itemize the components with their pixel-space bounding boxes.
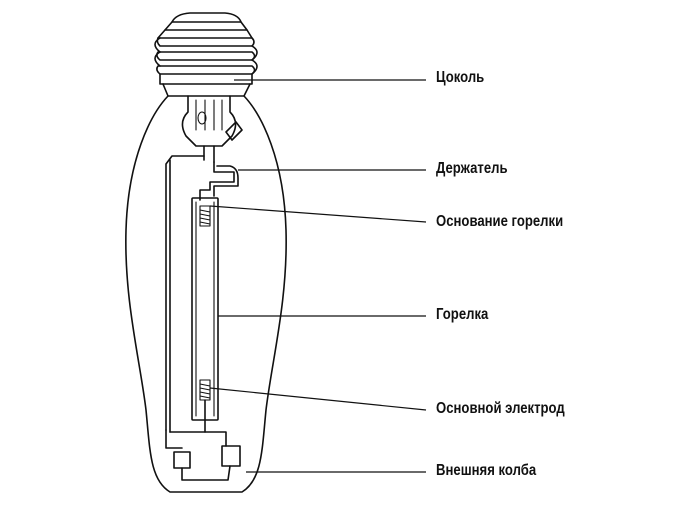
lamp-base [154,12,258,97]
label-burner: Горелка [436,306,489,323]
lamp-stem [181,95,243,163]
label-holder: Держатель [436,160,508,177]
leader-burner-base [209,205,427,223]
holder-wires [165,155,239,449]
main-electrode [199,379,211,433]
burner-tube [191,197,219,421]
label-burner-base: Основание горелки [436,213,564,230]
outer-bulb [125,95,287,493]
leader-lines [209,79,427,473]
leader-main-electrode [209,387,427,411]
burner-base-electrode [199,205,211,227]
label-outer-bulb: Внешняя колба [436,462,537,479]
bottom-supports [173,445,241,481]
label-main-electrode: Основной электрод [436,400,565,417]
label-base: Цоколь [436,69,485,86]
